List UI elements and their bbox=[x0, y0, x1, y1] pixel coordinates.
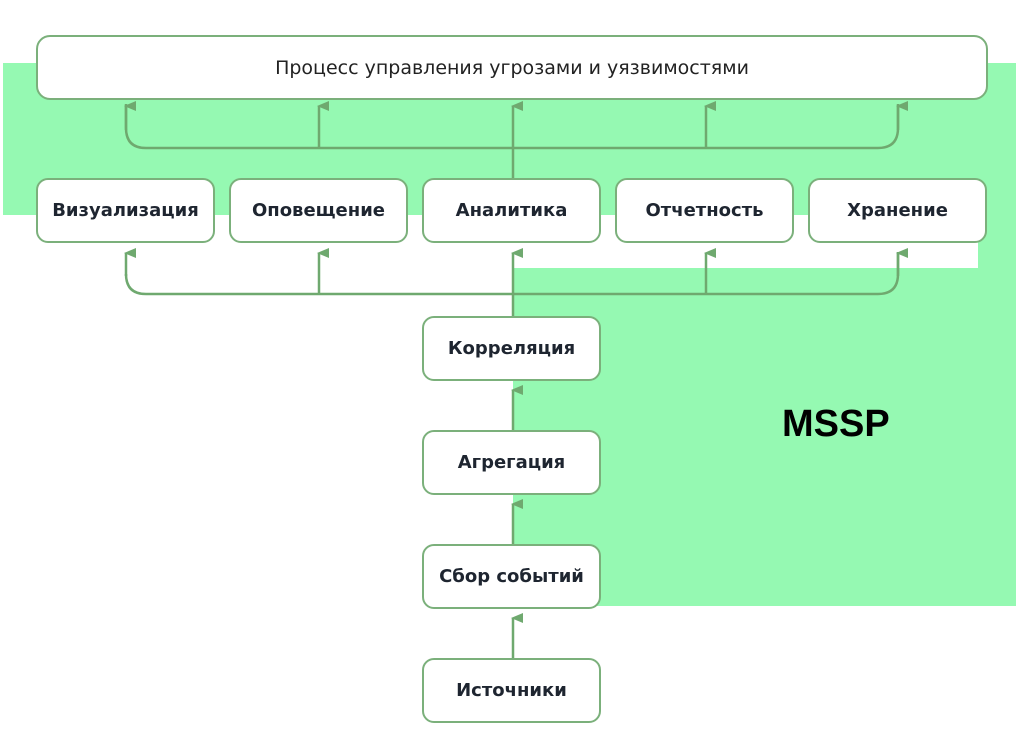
sources-label: Источники bbox=[456, 680, 567, 701]
mssp-label: MSSP bbox=[782, 403, 890, 445]
process-title: Процесс управления угрозами и уязвимостя… bbox=[275, 56, 749, 79]
threat-vulnerability-process-box: Процесс управления угрозами и уязвимостя… bbox=[36, 35, 988, 100]
notification-label: Оповещение bbox=[251, 200, 386, 221]
notification-box: Оповещение bbox=[229, 178, 408, 243]
event-collection-label: Сбор событий bbox=[439, 566, 584, 587]
storage-label: Хранение bbox=[847, 200, 948, 221]
aggregation-box: Агрегация bbox=[422, 430, 601, 495]
reporting-label: Отчетность bbox=[645, 200, 764, 221]
correlation-label: Корреляция bbox=[447, 338, 576, 359]
sources-box: Источники bbox=[422, 658, 601, 723]
visualization-label: Визуализация bbox=[52, 200, 199, 221]
analytics-box: Аналитика bbox=[422, 178, 601, 243]
event-collection-box: Сбор событий bbox=[422, 544, 601, 609]
lower-bus bbox=[124, 252, 900, 296]
reporting-box: Отчетность bbox=[615, 178, 794, 243]
correlation-box: Корреляция bbox=[422, 316, 601, 381]
storage-box: Хранение bbox=[808, 178, 987, 243]
aggregation-label: Агрегация bbox=[457, 452, 566, 473]
analytics-label: Аналитика bbox=[455, 200, 568, 221]
visualization-box: Визуализация bbox=[36, 178, 215, 243]
